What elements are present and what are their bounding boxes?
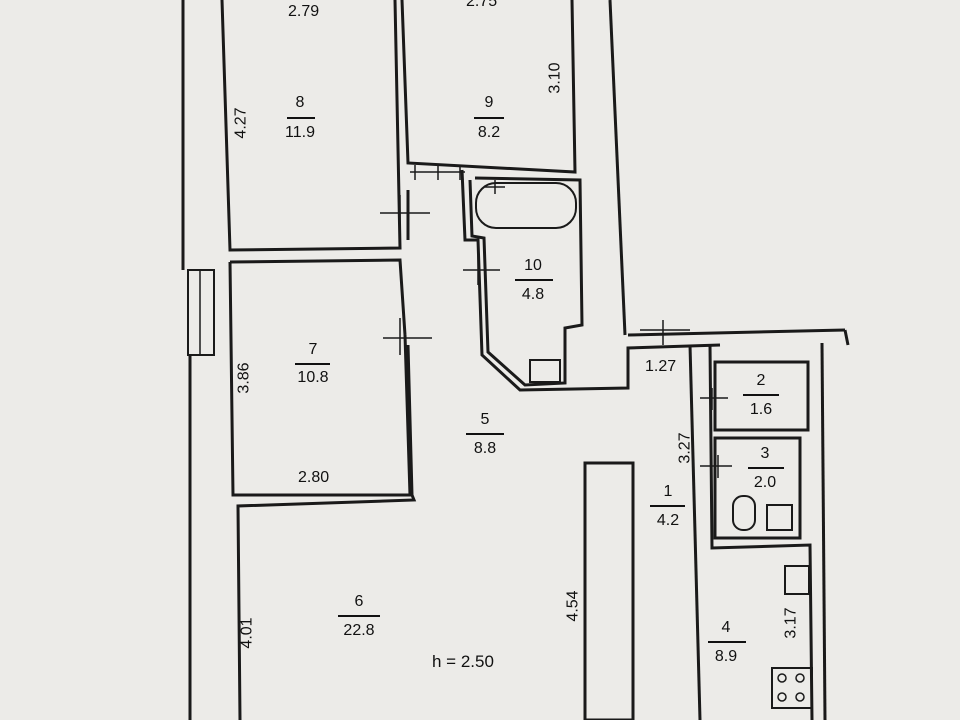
dim-hall-height: 3.27	[676, 432, 694, 464]
kitchen-sink	[784, 565, 810, 595]
room-8-walls	[220, 0, 402, 252]
room-9-area: 8.2	[477, 124, 501, 141]
room-3-walls	[713, 436, 802, 540]
room-6-divider	[338, 615, 380, 617]
room-8-area: 11.9	[285, 124, 315, 141]
room-9-walls	[400, 0, 577, 174]
room-1-area: 4.2	[656, 512, 680, 529]
room-10-number: 10	[524, 257, 542, 274]
room-4-number: 4	[721, 619, 731, 636]
central-wall	[583, 461, 635, 720]
room-4-divider	[708, 641, 746, 643]
room-1-number: 1	[663, 483, 673, 500]
room-5-number: 5	[480, 411, 490, 428]
room-4-area: 8.9	[714, 648, 738, 665]
dim-room7-height: 3.86	[235, 362, 253, 394]
dim-room6-height: 4.01	[238, 617, 256, 649]
room-3-area: 2.0	[753, 474, 777, 491]
room-2-number: 2	[756, 372, 766, 389]
room-5-divider	[466, 433, 504, 435]
ceiling-height: h = 2.50	[432, 652, 494, 671]
dim-corridor-length: 4.54	[564, 590, 582, 622]
room-3-divider	[748, 467, 784, 469]
room-7-area: 10.8	[297, 369, 329, 386]
dim-room8-height: 4.27	[232, 107, 250, 139]
room-7-number: 7	[308, 341, 318, 358]
room-2-walls	[713, 360, 810, 432]
room-8-divider	[287, 117, 315, 119]
room-7-divider	[295, 363, 330, 365]
bathtub	[475, 182, 577, 229]
room-2-divider	[743, 394, 779, 396]
room-10-divider	[515, 279, 553, 281]
dim-room9-height: 3.10	[546, 62, 564, 94]
room-2-area: 1.6	[749, 401, 773, 418]
dim-room7-width: 2.80	[298, 469, 330, 486]
room-9-divider	[474, 117, 504, 119]
toilet	[732, 495, 756, 531]
room-8-number: 8	[295, 94, 305, 111]
room-10-area: 4.8	[521, 286, 545, 303]
room-3-number: 3	[760, 445, 770, 462]
sink-10	[529, 359, 561, 383]
dim-kitchen-height: 3.17	[782, 607, 800, 639]
room-6-number: 6	[354, 593, 364, 610]
window	[187, 269, 215, 356]
dim-room8-width: 2.79	[288, 3, 320, 20]
sink-3	[766, 504, 793, 531]
room-1-divider	[650, 505, 685, 507]
room-5-area: 8.8	[473, 440, 497, 457]
dim-hall-width: 1.27	[645, 358, 677, 375]
stove	[771, 667, 813, 709]
room-6-area: 22.8	[343, 622, 375, 639]
room-9-number: 9	[484, 94, 494, 111]
dim-room9-width: 2.75	[466, 0, 498, 10]
